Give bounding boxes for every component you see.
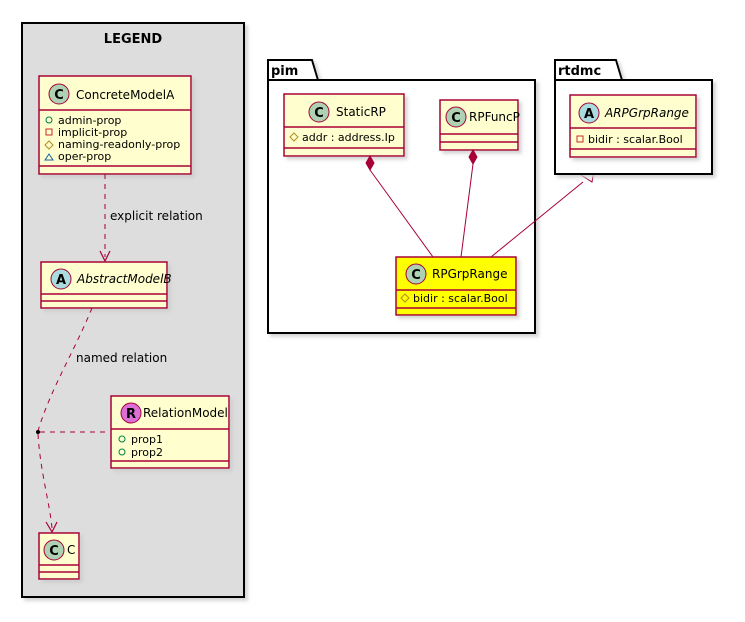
public-visibility-icon (45, 116, 53, 124)
stereotype-letter: A (56, 273, 66, 288)
relation-r-icon (120, 402, 142, 424)
stereotype-letter: C (49, 544, 59, 559)
class-c-icon (405, 263, 427, 285)
edge-named-relation: named relation (36, 307, 167, 534)
legend-title: LEGEND (104, 32, 163, 47)
class-relation-model[interactable]: R RelationModel prop1 prop2 (110, 395, 230, 469)
class-concrete-model-a[interactable]: C ConcreteModelA admin-prop implicit-pro… (38, 75, 192, 175)
class-name: RelationModel (143, 406, 228, 420)
package-name: rtdmc (558, 64, 601, 79)
stereotype-letter: C (54, 88, 64, 103)
class-rp-func-p[interactable]: C RPFuncP (439, 99, 520, 151)
abstract-a-icon (578, 102, 600, 124)
class-name: ConcreteModelA (76, 88, 175, 102)
class-abstract-model-b[interactable]: A AbstractModelB (40, 261, 172, 309)
class-name: C (67, 543, 75, 557)
stereotype-letter: C (451, 111, 461, 126)
prop-addr: addr : address.Ip (302, 131, 395, 144)
private-visibility-icon (45, 128, 53, 136)
class-name: AbstractModelB (76, 272, 172, 286)
public-visibility-icon (118, 435, 126, 443)
stereotype-letter: C (411, 268, 421, 283)
class-name: ARPGrpRange (604, 106, 689, 120)
class-c-icon (43, 539, 65, 561)
abstract-a-icon (50, 268, 72, 290)
prop-admin: admin-prop (58, 114, 121, 127)
package-name: pim (271, 64, 298, 79)
edge-rp-func-p-composition (460, 148, 478, 258)
class-c-icon (308, 101, 330, 123)
class-name: RPGrpRange (432, 267, 507, 281)
edge-static-rp-composition (365, 154, 434, 258)
prop-1: prop1 (131, 433, 163, 446)
package-visibility-icon (44, 153, 54, 161)
protected-visibility-icon (289, 132, 299, 142)
named-relation-label: named relation (76, 351, 167, 365)
protected-visibility-icon (400, 293, 410, 303)
class-static-rp[interactable]: C StaticRP addr : address.Ip (283, 93, 405, 157)
prop-naming-readonly: naming-readonly-prop (58, 138, 180, 151)
prop-implicit: implicit-prop (58, 126, 127, 139)
class-c-icon (48, 83, 70, 105)
stereotype-letter: A (584, 107, 594, 122)
association-point (36, 430, 40, 434)
private-visibility-icon (576, 135, 584, 143)
edge-explicit-relation: explicit relation (99, 174, 203, 263)
class-name: StaticRP (336, 105, 386, 119)
class-rp-grp-range[interactable]: C RPGrpRange bidir : scalar.Bool (395, 256, 517, 316)
stereotype-letter: R (126, 407, 136, 422)
prop-2: prop2 (131, 446, 163, 459)
prop-oper: oper-prop (58, 150, 111, 163)
stereotype-letter: C (314, 106, 324, 121)
prop-bidir: bidir : scalar.Bool (413, 292, 508, 305)
prop-bidir: bidir : scalar.Bool (588, 133, 683, 146)
explicit-relation-label: explicit relation (110, 209, 203, 223)
public-visibility-icon (118, 448, 126, 456)
protected-visibility-icon (44, 140, 54, 150)
class-ar-pgrp-range[interactable]: A ARPGrpRange bidir : scalar.Bool (569, 94, 697, 158)
class-c-icon (445, 106, 467, 128)
class-c[interactable]: C C (38, 532, 80, 580)
class-name: RPFuncP (469, 110, 520, 124)
